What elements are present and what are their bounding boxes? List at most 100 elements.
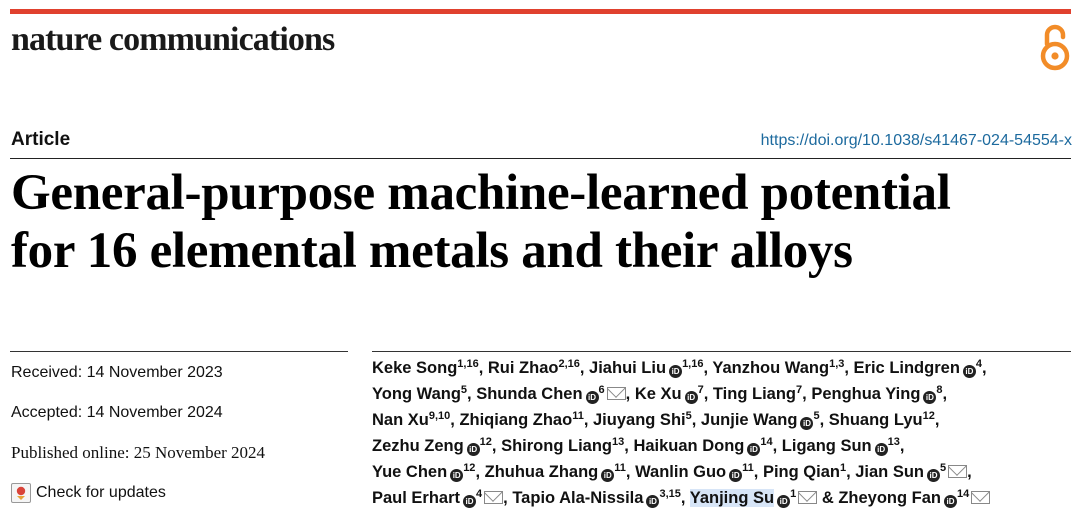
author-entry[interactable]: Shuang Lyu12 <box>828 410 935 430</box>
orcid-icon[interactable]: iD <box>601 469 615 482</box>
author-name: Zhuhua Zhang <box>484 463 599 481</box>
author-separator: , <box>467 385 477 403</box>
brand-color-bar <box>10 9 1071 14</box>
author-entry[interactable]: Jiuyang Shi5 <box>593 411 692 430</box>
orcid-icon[interactable]: iD <box>466 443 480 456</box>
orcid-icon[interactable]: iD <box>800 417 814 430</box>
author-line: Nan Xu9,10, Zhiqiang Zhao11, Jiuyang Shi… <box>372 407 1076 433</box>
author-entry[interactable]: Yanzhou Wang1,3 <box>712 359 844 378</box>
affiliation-superscript: 7 <box>796 384 803 396</box>
author-entry[interactable]: Yong Wang5 <box>372 385 467 404</box>
author-separator: , <box>583 411 593 429</box>
author-name: Yanjing Su <box>689 489 775 507</box>
affiliation-superscript: 11 <box>614 462 626 474</box>
affiliation-superscript: 1 <box>839 462 847 474</box>
orcid-icon[interactable]: iD <box>777 495 791 508</box>
email-icon[interactable] <box>971 491 991 504</box>
orcid-icon[interactable]: iD <box>729 469 743 482</box>
affiliation-superscript: 9,10 <box>428 410 451 422</box>
orcid-icon[interactable]: iD <box>944 495 957 508</box>
author-name: Ting Liang <box>712 385 797 403</box>
author-separator: , <box>450 411 460 429</box>
affiliation-superscript: 14 <box>957 488 970 500</box>
author-entry[interactable]: Keke Song1,16 <box>372 358 479 378</box>
journal-name[interactable]: nature communications <box>11 21 335 58</box>
orcid-icon[interactable]: iD <box>962 365 976 378</box>
orcid-icon[interactable]: iD <box>923 391 937 404</box>
orcid-icon[interactable]: iD <box>646 495 660 508</box>
author-entry[interactable]: Rui Zhao2,16 <box>488 358 580 378</box>
orcid-icon[interactable]: iD <box>450 469 464 482</box>
email-icon[interactable] <box>948 465 968 478</box>
affiliation-superscript: 5 <box>813 410 820 422</box>
orcid-icon[interactable]: iD <box>927 469 941 482</box>
orcid-icon[interactable]: iD <box>874 443 888 456</box>
crossmark-icon <box>11 483 31 503</box>
author-name: Penghua Ying <box>811 385 921 403</box>
author-separator: , <box>703 385 713 403</box>
author-entry[interactable]: Zhiqiang Zhao11 <box>459 411 583 430</box>
author-entry[interactable]: Shirong Liang13 <box>501 436 625 456</box>
author-separator: , <box>691 411 701 429</box>
author-separator: , <box>844 359 854 377</box>
author-separator: , <box>899 437 905 455</box>
affiliation-superscript: 4 <box>975 358 983 370</box>
author-separator: , <box>982 359 987 377</box>
orcid-icon[interactable]: iD <box>585 391 599 404</box>
author-name: Keke Song <box>372 359 458 377</box>
open-access-lock-icon <box>1040 24 1070 71</box>
author-name: Jiuyang Shi <box>593 411 686 429</box>
author-entry[interactable]: Nan Xu9,10 <box>372 410 451 430</box>
doi-link[interactable]: https://doi.org/10.1038/s41467-024-54554… <box>760 132 1072 149</box>
author-separator: & <box>817 489 839 507</box>
author-entry[interactable]: Ting Liang7 <box>712 384 803 404</box>
orcid-icon[interactable]: iD <box>684 391 698 404</box>
affiliation-superscript: 12 <box>922 410 935 422</box>
orcid-icon[interactable]: iD <box>747 443 761 456</box>
affiliation-superscript: 1,16 <box>457 358 479 370</box>
affiliation-superscript: 13 <box>612 436 625 448</box>
author-name: Paul Erhart <box>372 489 461 507</box>
email-icon[interactable] <box>484 491 504 504</box>
author-separator: , <box>772 437 782 455</box>
authors-divider <box>372 351 1071 352</box>
affiliation-superscript: 12 <box>463 462 476 474</box>
received-date: Received: 14 November 2023 <box>11 364 223 381</box>
header-divider <box>10 158 1071 159</box>
author-entry[interactable]: Ping Qian1 <box>763 462 847 482</box>
author-name: Ligang Sun <box>781 437 872 455</box>
author-separator: , <box>942 385 948 403</box>
check-for-updates-button[interactable]: Check for updates <box>11 480 346 506</box>
email-icon[interactable] <box>798 491 818 504</box>
orcid-icon[interactable]: iD <box>463 495 477 508</box>
orcid-icon[interactable]: iD <box>669 365 683 378</box>
author-separator: , <box>475 463 485 481</box>
affiliation-superscript: 2,16 <box>558 358 580 370</box>
author-name: Shuang Lyu <box>828 411 923 429</box>
affiliation-superscript: 13 <box>887 436 900 448</box>
email-icon[interactable] <box>606 387 626 400</box>
author-name: Haikuan Dong <box>633 437 745 455</box>
author-name: Tapio Ala-Nissila <box>512 489 644 507</box>
dates-divider <box>10 351 348 352</box>
author-name: Shunda Chen <box>476 385 583 403</box>
